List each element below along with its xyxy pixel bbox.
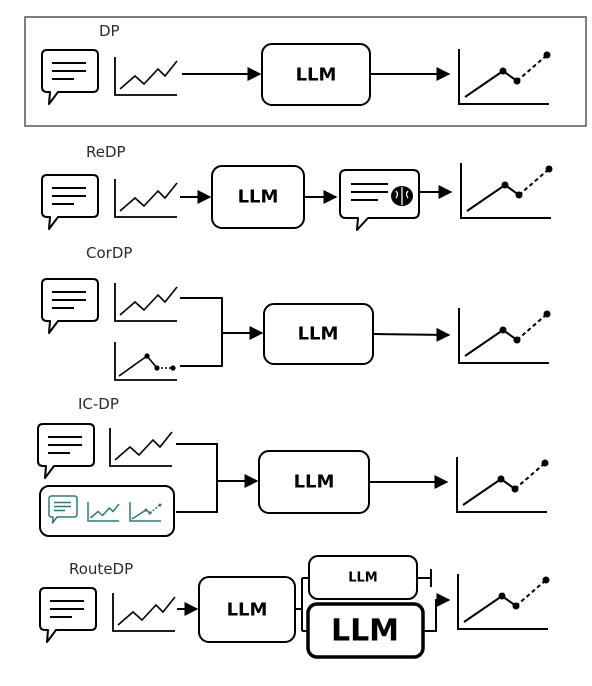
input-series-icon — [114, 178, 178, 218]
dp-llm-text: LLM — [296, 65, 337, 86]
icdp-label: IC-DP — [78, 395, 119, 413]
cordp-label: CorDP — [86, 244, 132, 262]
partial-forecast-icon — [114, 341, 178, 381]
dp-frame — [24, 16, 587, 127]
redp-label: ReDP — [86, 143, 126, 161]
router-llm-text: LLM — [227, 600, 268, 621]
forecast-chart-icon — [458, 48, 552, 105]
text-prompt-icon — [41, 49, 99, 105]
input-series-icon — [112, 592, 176, 632]
forecast-chart-icon — [460, 162, 554, 219]
small-llm-text: LLM — [348, 571, 378, 586]
reasoning-bubble-icon — [339, 169, 420, 231]
icdp-llm-text: LLM — [294, 472, 335, 493]
forecast-chart-icon — [457, 573, 551, 630]
large-llm-text: LLM — [331, 614, 399, 649]
text-prompt-icon — [37, 423, 95, 479]
example-bubble-icon — [48, 495, 78, 524]
routedp-label: RouteDP — [69, 560, 133, 578]
example-forecast-icon — [129, 502, 162, 522]
arrow — [372, 327, 451, 342]
forecast-chart-icon — [456, 456, 550, 513]
row-routedp: RouteDP LLM LLM LLM — [39, 555, 551, 659]
forecast-chart-icon — [458, 307, 552, 364]
input-series-icon — [114, 282, 178, 322]
text-prompt-icon — [41, 174, 99, 230]
brain-icon — [391, 186, 413, 206]
connector — [176, 443, 218, 513]
dp-label: DP — [99, 22, 120, 40]
example-series-icon — [87, 502, 120, 522]
arrow — [423, 593, 451, 632]
text-prompt-icon — [39, 587, 97, 643]
row-redp: ReDP LLM — [41, 143, 554, 231]
row-dp: DP LLM — [24, 16, 587, 127]
cordp-llm-text: LLM — [298, 324, 339, 345]
row-cordp: CorDP LLM — [41, 244, 552, 381]
text-prompt-icon — [41, 278, 99, 334]
redp-llm-text: LLM — [238, 187, 279, 208]
input-series-icon — [109, 427, 173, 467]
connector — [180, 297, 223, 367]
row-icdp: IC-DP LLM — [37, 395, 550, 537]
input-series-icon — [114, 56, 178, 96]
